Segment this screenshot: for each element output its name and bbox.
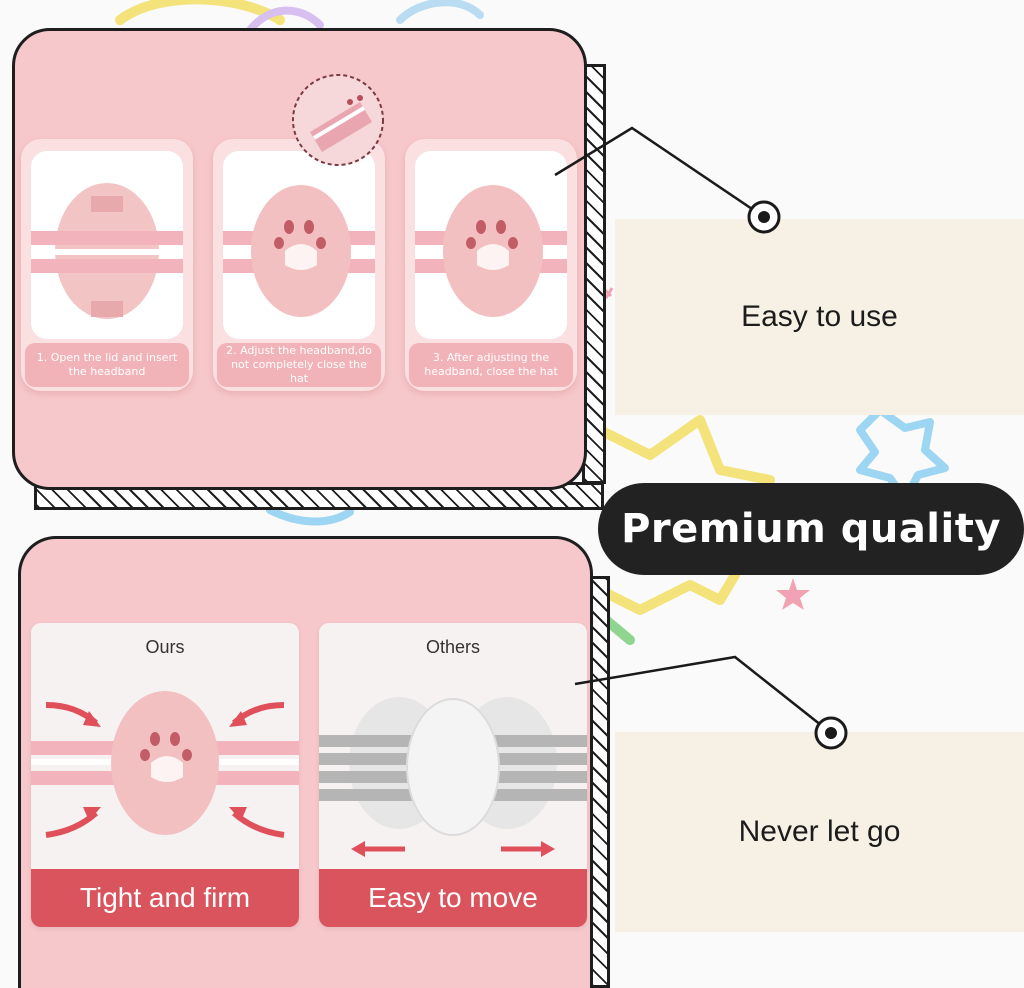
note-never-let-go-text: Never let go [738, 815, 901, 848]
note-easy-to-use-text: Easy to use [741, 300, 898, 333]
earmuff-paw-illustration [223, 185, 375, 317]
note-easy-to-use: Easy to use [615, 219, 1024, 415]
comparison-panel: Ours Tight and firm Others [18, 536, 593, 988]
step-image-3 [415, 151, 567, 339]
others-label: Others [425, 637, 481, 657]
step-card-3: 3. After adjusting the headband, close t… [405, 139, 577, 391]
ours-label: Ours [145, 637, 185, 657]
note-never-let-go: Never let go [615, 732, 1024, 932]
ours-card: Ours Tight and firm [31, 623, 299, 927]
others-earmuff-illustration [319, 697, 587, 857]
closed-earmuff-illustration [415, 185, 567, 317]
step-caption-3: 3. After adjusting the headband, close t… [409, 343, 573, 387]
step-caption-2: 2. Adjust the headband,do not completely… [217, 343, 381, 387]
step-image-1 [31, 151, 183, 339]
premium-quality-text: Premium quality [621, 506, 1001, 552]
step-card-1: 1. Open the lid and insert the headband [21, 139, 193, 391]
step-image-2 [223, 151, 375, 339]
ours-banner: Tight and firm [31, 869, 299, 927]
ours-earmuff-illustration [31, 691, 299, 838]
zoom-detail-circle [292, 74, 384, 166]
others-banner: Easy to move [319, 869, 587, 927]
opened-earmuff-illustration [31, 183, 183, 319]
step-card-2: 2. Adjust the headband,do not completely… [213, 139, 385, 391]
premium-quality-badge: Premium quality [598, 483, 1024, 575]
others-card: Others Easy to move [319, 623, 587, 927]
step-caption-1: 1. Open the lid and insert the headband [25, 343, 189, 387]
